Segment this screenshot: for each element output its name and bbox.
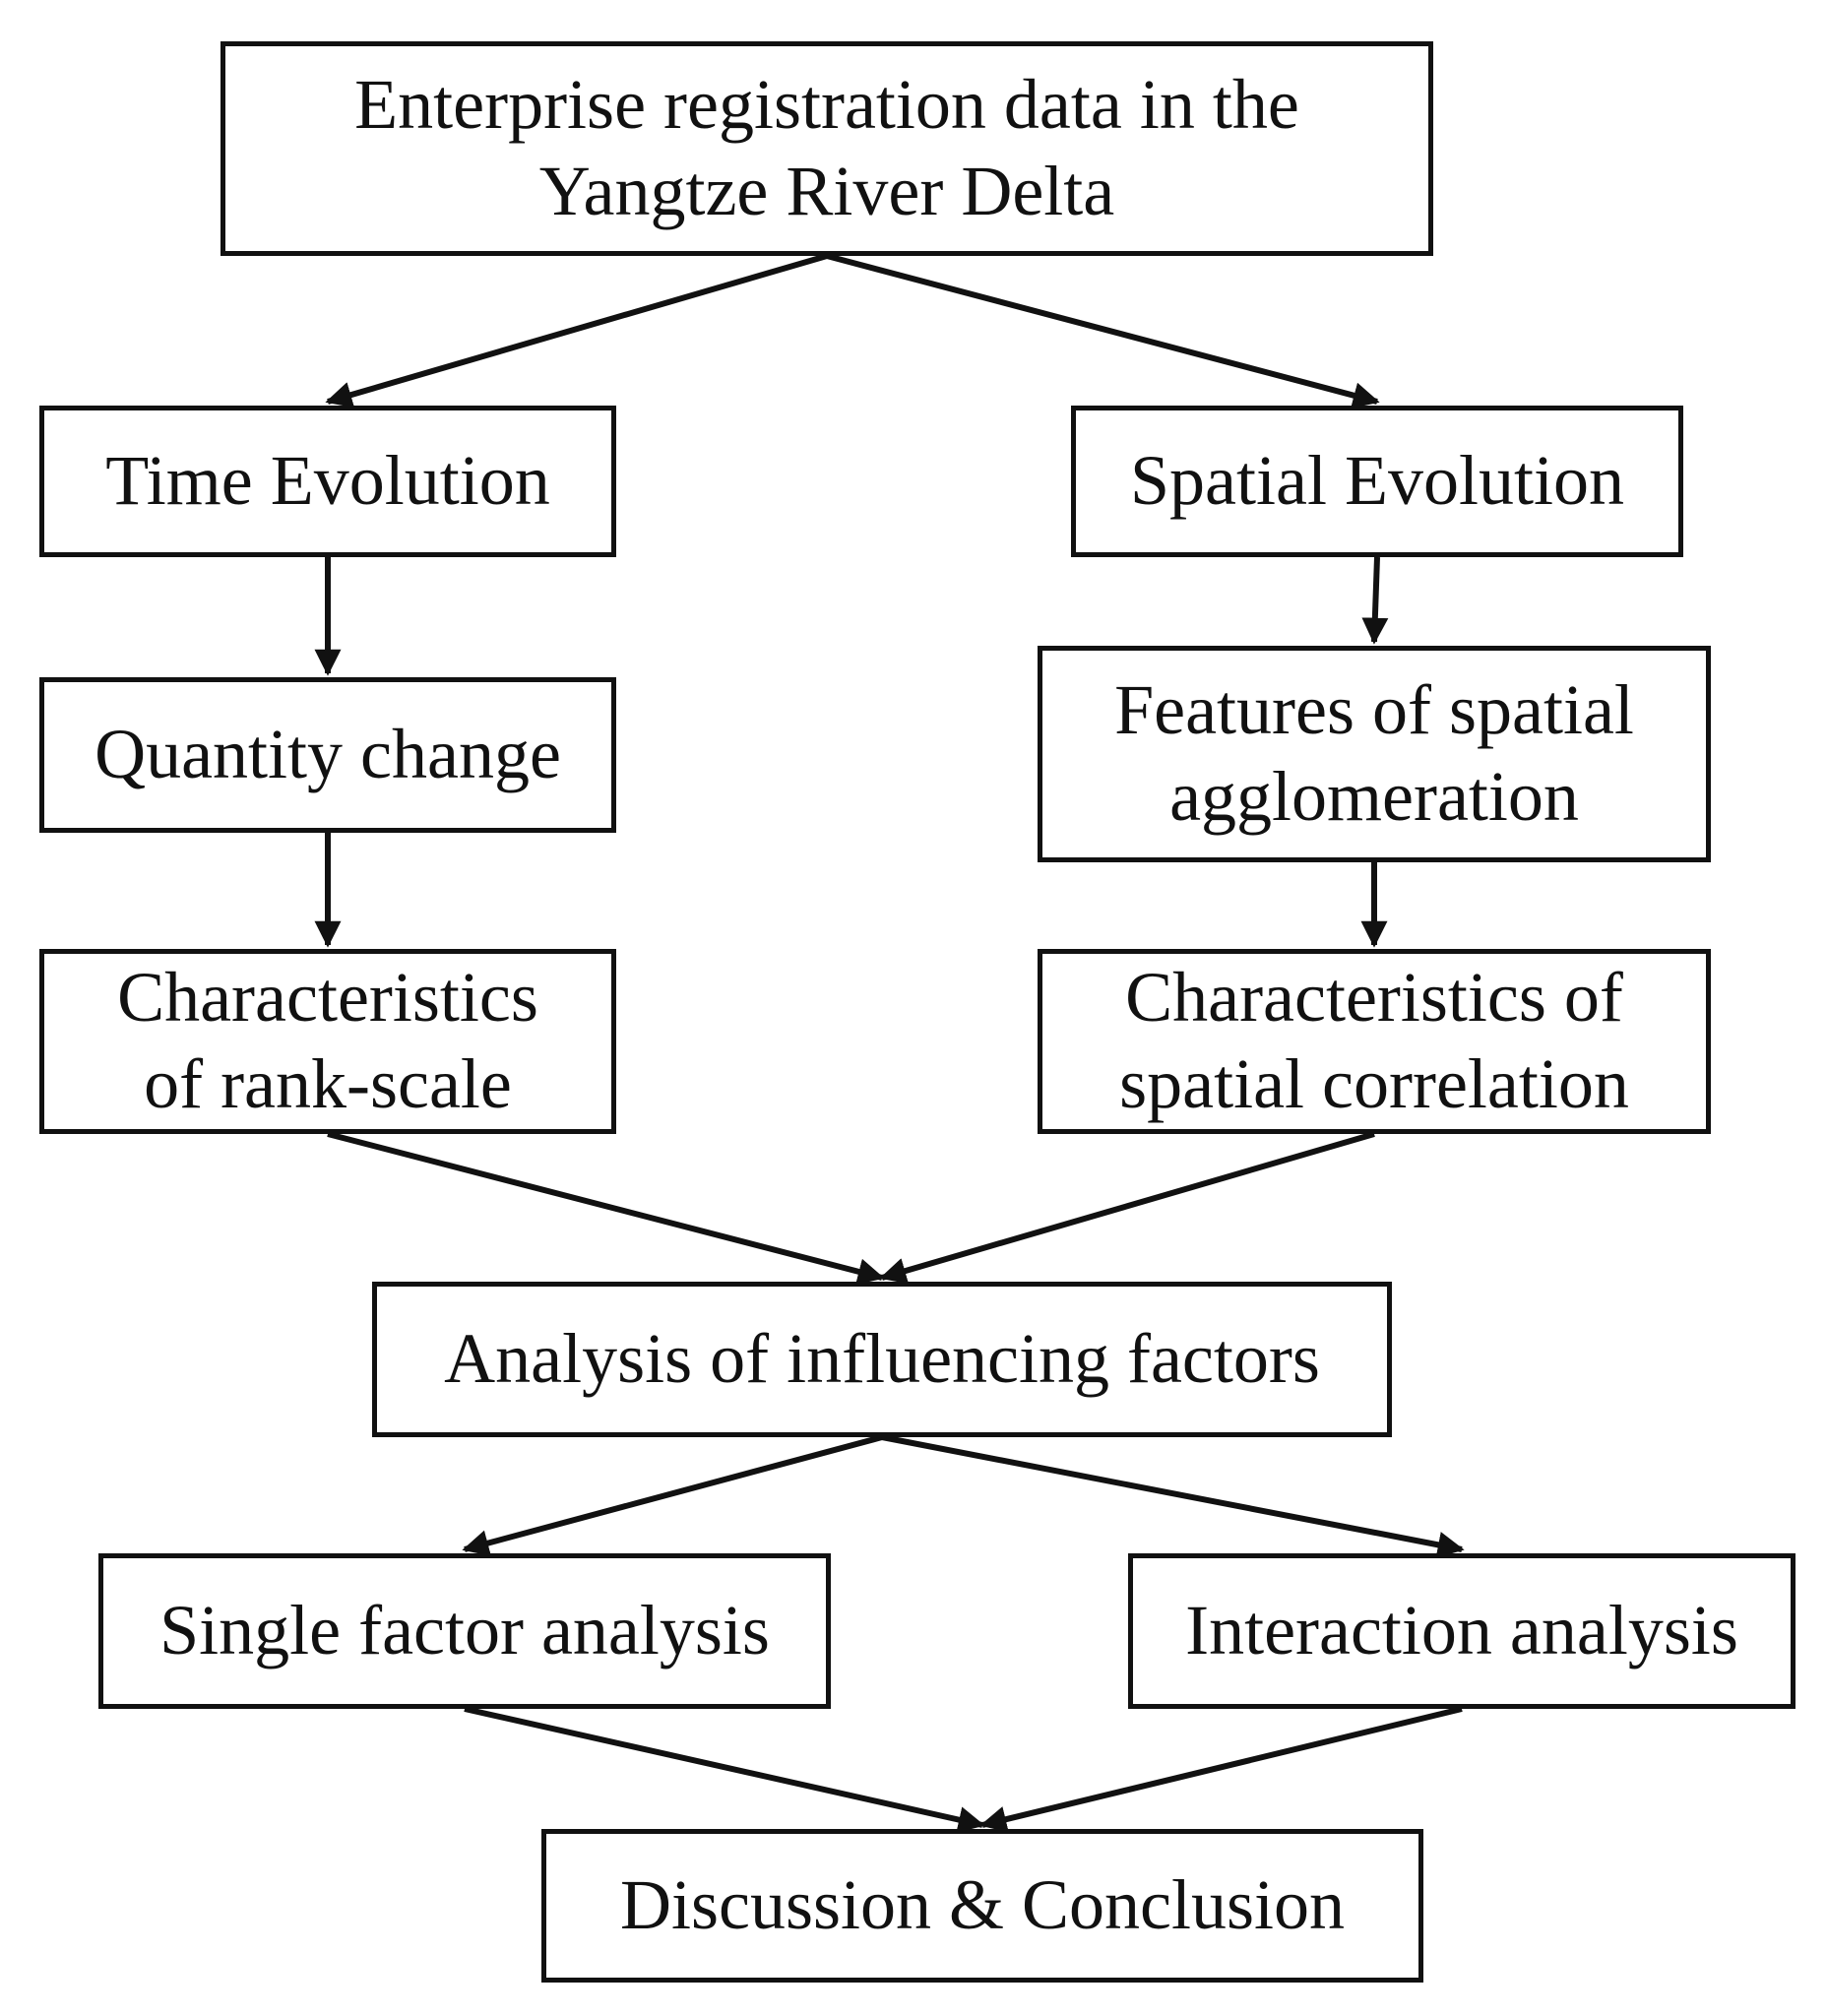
- node-interaction-label: Interaction analysis: [1185, 1591, 1738, 1670]
- node-quantity-change-label: Quantity change: [94, 715, 561, 794]
- node-influencing-factors: Analysis of influencing factors: [372, 1282, 1392, 1437]
- node-time-evolution-label: Time Evolution: [105, 441, 550, 521]
- arrow-rank-scale-to-influencing-factors: [327, 1131, 885, 1285]
- arrow-influencing-factors-to-single-factor: [462, 1434, 883, 1556]
- node-rank-scale: Characteristics of rank-scale: [39, 949, 616, 1134]
- node-spatial-agglomeration-label: Features of spatial agglomeration: [1114, 670, 1634, 836]
- node-spatial-evolution: Spatial Evolution: [1071, 406, 1683, 557]
- node-spatial-correlation-label: Characteristics of spatial correlation: [1119, 958, 1629, 1123]
- arrow-spatial-evolution-to-spatial-agglomeration: [1361, 556, 1389, 645]
- node-quantity-change: Quantity change: [39, 677, 616, 833]
- arrow-source-data-to-spatial-evolution: [826, 253, 1380, 409]
- node-spatial-correlation: Characteristics of spatial correlation: [1038, 949, 1711, 1134]
- node-conclusion: Discussion & Conclusion: [541, 1829, 1423, 1983]
- node-source-data: Enterprise registration data in the Yang…: [220, 41, 1433, 256]
- node-rank-scale-label: Characteristics of rank-scale: [117, 958, 538, 1123]
- node-single-factor: Single factor analysis: [98, 1553, 831, 1709]
- node-conclusion-label: Discussion & Conclusion: [619, 1865, 1346, 1945]
- arrow-influencing-factors-to-interaction: [881, 1434, 1465, 1558]
- node-single-factor-label: Single factor analysis: [159, 1591, 770, 1670]
- arrow-interaction-to-conclusion: [979, 1706, 1463, 1833]
- node-source-data-label: Enterprise registration data in the Yang…: [354, 65, 1299, 230]
- node-spatial-evolution-label: Spatial Evolution: [1130, 441, 1624, 521]
- arrow-spatial-correlation-to-influencing-factors: [879, 1131, 1375, 1285]
- node-influencing-factors-label: Analysis of influencing factors: [444, 1319, 1320, 1399]
- arrow-single-factor-to-conclusion: [464, 1706, 985, 1833]
- node-time-evolution: Time Evolution: [39, 406, 616, 557]
- node-interaction: Interaction analysis: [1128, 1553, 1796, 1709]
- arrow-source-data-to-time-evolution: [325, 253, 828, 409]
- node-spatial-agglomeration: Features of spatial agglomeration: [1038, 646, 1711, 862]
